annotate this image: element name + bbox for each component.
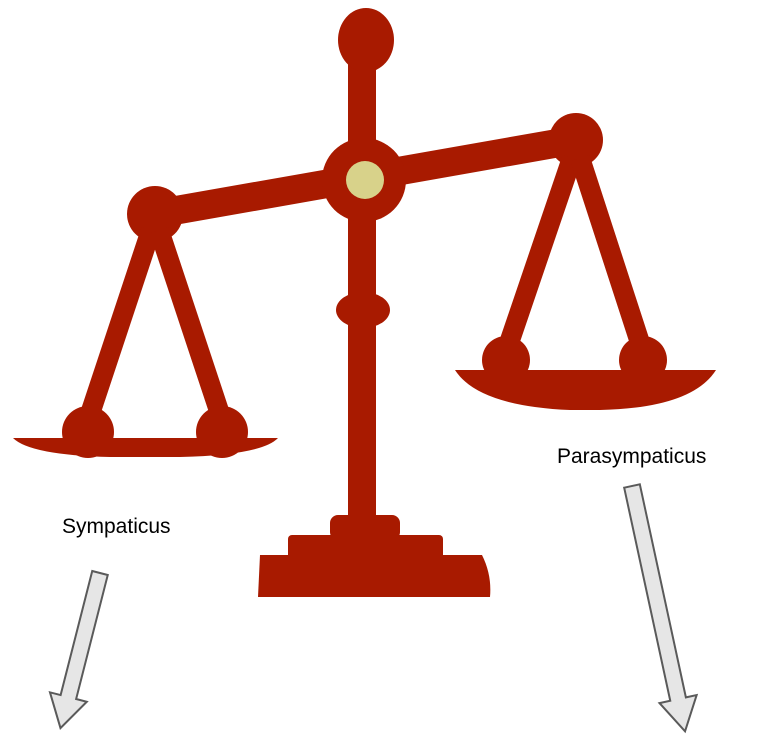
down-arrow-icon (42, 568, 118, 732)
scale-middle-knob (336, 292, 390, 328)
sympaticus-label: Sympaticus (62, 516, 171, 537)
right-hanger-left (506, 158, 572, 352)
base-bottom (258, 555, 490, 597)
scale-top-knob (338, 8, 394, 72)
right-hanger-right (580, 158, 643, 352)
beam-right-knob (549, 113, 603, 167)
pivot-center-dot (346, 161, 384, 199)
right-pan (455, 370, 716, 410)
left-pan (13, 438, 278, 457)
parasympaticus-label: Parasympaticus (557, 446, 706, 467)
balance-scale-icon (13, 8, 716, 597)
down-arrow-icon (613, 482, 703, 735)
left-hanger-left (88, 230, 151, 420)
left-hanger-right (159, 230, 222, 420)
